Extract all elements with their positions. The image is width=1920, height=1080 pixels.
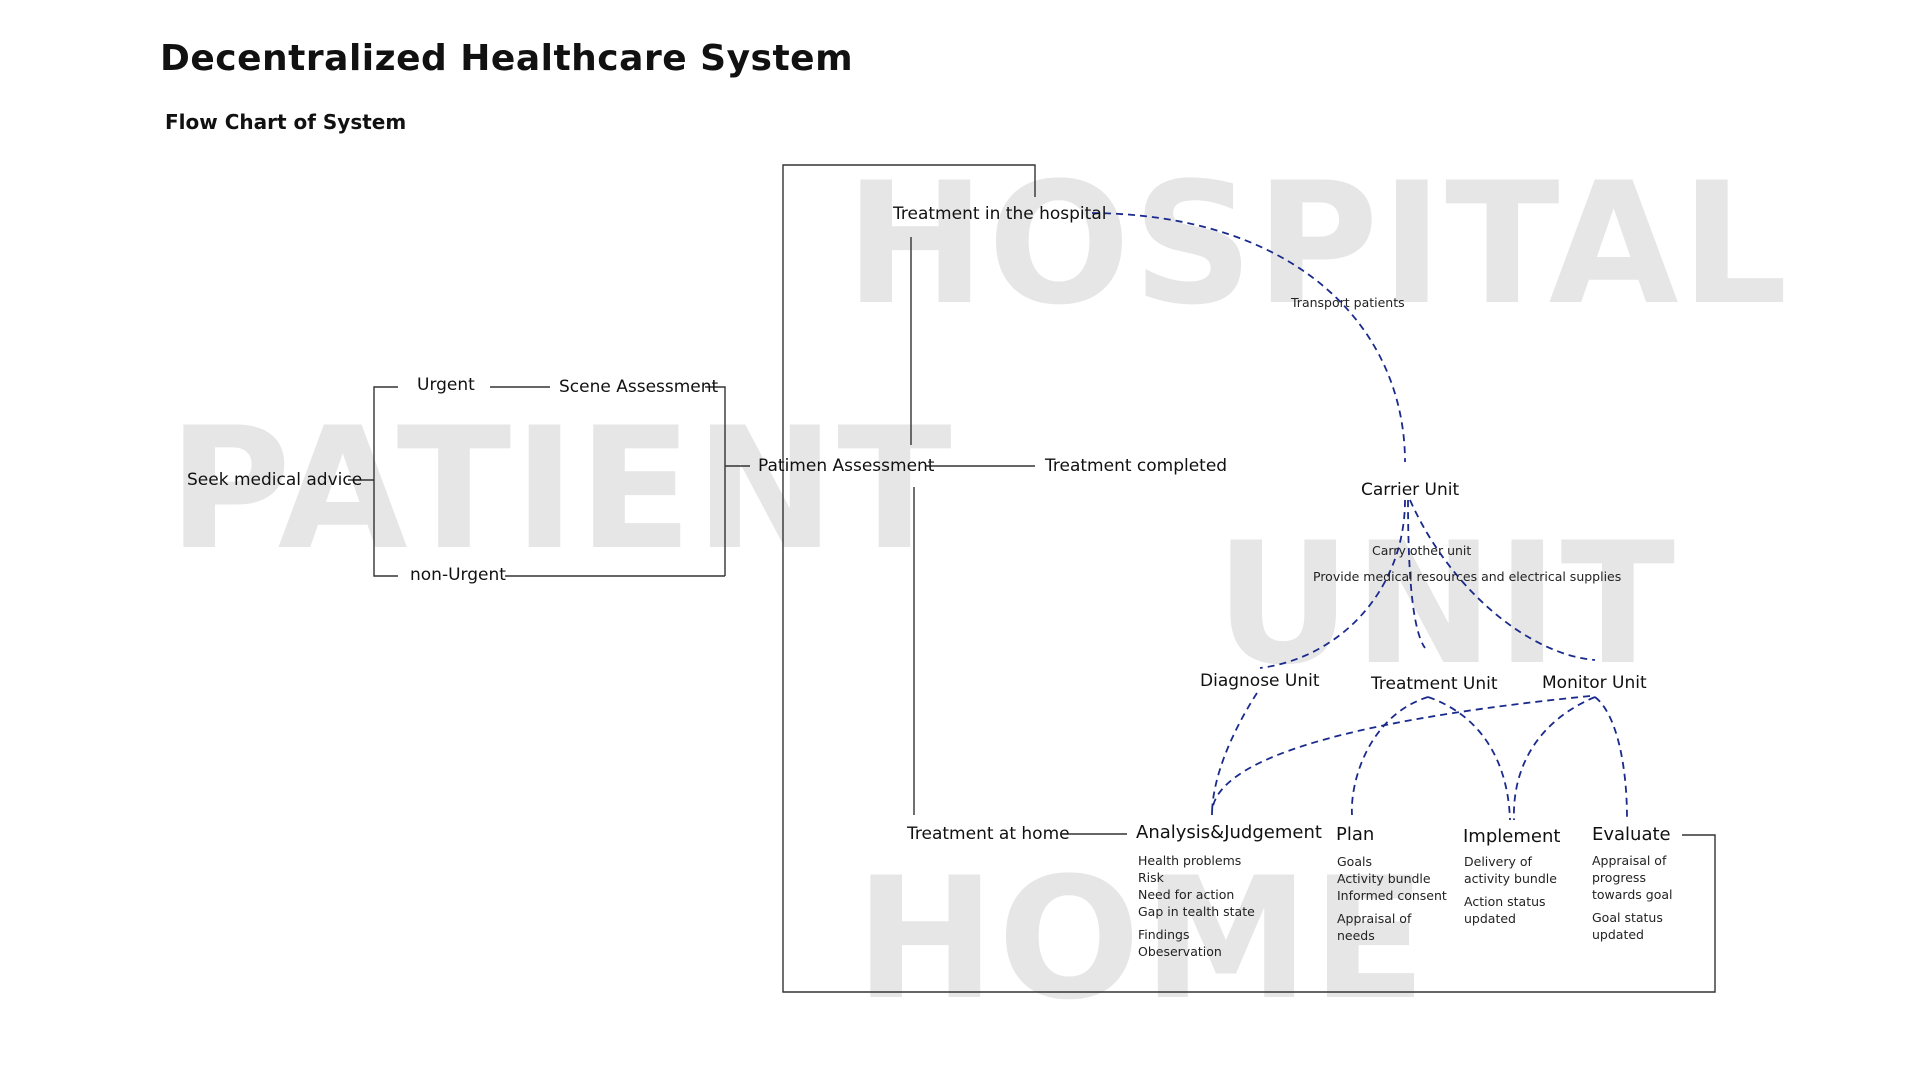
detail-item: Health problems — [1138, 853, 1242, 868]
bracket-right — [705, 386, 726, 576]
link-monitor-analysis — [1211, 695, 1591, 816]
detail-item: Goal status — [1592, 910, 1663, 925]
link-transport — [1091, 212, 1406, 463]
label-provide-resources: Provide medical resources and electrical… — [1313, 569, 1622, 584]
detail-item: Delivery of — [1464, 854, 1532, 869]
link-treatment-plan — [1351, 696, 1429, 816]
detail-item: activity bundle — [1464, 871, 1557, 886]
node-seek-medical-advice: Seek medical advice — [187, 470, 363, 490]
details-plan: Goals Activity bundle Informed consent A… — [1337, 853, 1447, 944]
node-patient-assessment: Patimen Assessment — [758, 456, 935, 476]
node-diagnose-unit: Diagnose Unit — [1200, 671, 1320, 691]
bracket-left — [373, 386, 398, 577]
detail-item: Informed consent — [1337, 888, 1447, 903]
node-evaluate: Evaluate — [1592, 824, 1671, 845]
label-transport-patients: Transport patients — [1291, 295, 1405, 310]
node-treatment-hospital: Treatment in the hospital — [893, 204, 1107, 224]
node-plan: Plan — [1336, 824, 1375, 845]
node-treatment-unit: Treatment Unit — [1371, 674, 1498, 694]
detail-item: Goals — [1337, 854, 1372, 869]
details-analysis: Health problems Risk Need for action Gap… — [1138, 852, 1255, 960]
node-carrier-unit: Carrier Unit — [1361, 480, 1460, 500]
detail-item: needs — [1337, 928, 1375, 943]
watermark-patient: PATIENT — [168, 391, 954, 587]
detail-item: Need for action — [1138, 887, 1235, 902]
link-monitor-evaluate — [1594, 696, 1628, 819]
detail-item: Action status — [1464, 894, 1546, 909]
details-implement: Delivery of activity bundle Action statu… — [1464, 853, 1557, 927]
detail-item: updated — [1464, 911, 1516, 926]
detail-item: Appraisal of — [1337, 911, 1412, 926]
detail-item: updated — [1592, 927, 1644, 942]
label-carry-other-unit: Carry other unit — [1372, 543, 1472, 558]
node-treatment-completed: Treatment completed — [1045, 456, 1228, 476]
detail-item: Gap in tealth state — [1138, 904, 1255, 919]
node-implement: Implement — [1463, 826, 1561, 847]
detail-item: Obeservation — [1138, 944, 1222, 959]
detail-item: Findings — [1138, 927, 1190, 942]
link-carrier-monitor — [1409, 499, 1596, 661]
node-treatment-home: Treatment at home — [907, 824, 1070, 844]
link-diagnose-analysis — [1211, 692, 1258, 816]
watermark-hospital: HOSPITAL — [845, 146, 1790, 342]
node-scene-assessment: Scene Assessment — [559, 377, 719, 397]
link-carrier-diagnose — [1259, 499, 1406, 669]
detail-item: Risk — [1138, 870, 1164, 885]
detail-item: Appraisal of — [1592, 853, 1667, 868]
node-monitor-unit: Monitor Unit — [1542, 673, 1647, 693]
outer-frame — [782, 164, 1716, 993]
link-monitor-implement — [1513, 696, 1596, 821]
page-subtitle: Flow Chart of System — [165, 110, 407, 134]
node-urgent: Urgent — [417, 375, 475, 395]
detail-item: towards goal — [1592, 887, 1673, 902]
link-treatment-implement — [1427, 696, 1511, 821]
details-evaluate: Appraisal of progress towards goal Goal … — [1592, 852, 1673, 943]
detail-item: Activity bundle — [1337, 871, 1431, 886]
node-analysis-judgement: Analysis&Judgement — [1136, 822, 1322, 843]
page-title: Decentralized Healthcare System — [160, 38, 854, 79]
watermark-home: HOME — [855, 841, 1429, 1037]
detail-item: progress — [1592, 870, 1646, 885]
node-non-urgent: non-Urgent — [410, 565, 506, 585]
